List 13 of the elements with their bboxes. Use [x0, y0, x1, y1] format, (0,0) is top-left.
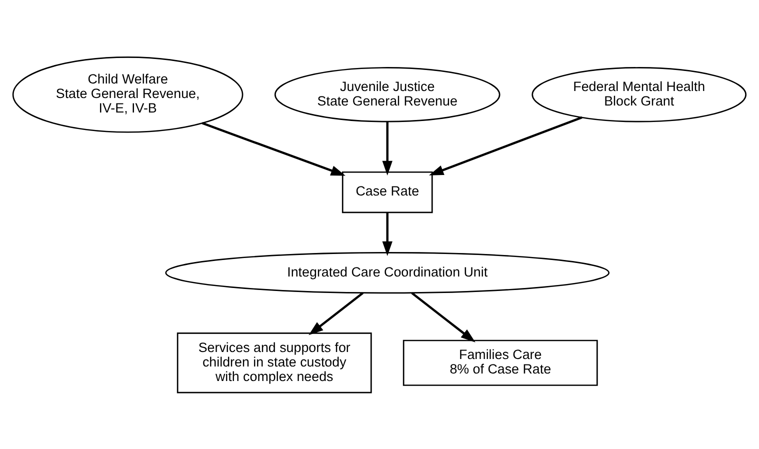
node-ellipse: Federal Mental Health Block Grant	[532, 66, 747, 122]
arrow	[382, 212, 392, 256]
node-box: Case Rate	[342, 170, 433, 213]
arrow	[382, 121, 392, 175]
node-ellipse: Child Welfare State General Revenue, IV-E, IV-B	[12, 56, 244, 132]
node-box: Families Care 8% of Case Rate	[402, 339, 598, 386]
node-ellipse: Juvenile Justice State General Revenue	[274, 66, 500, 122]
arrow	[428, 116, 582, 175]
node-box: Services and supports for children in state custody with complex needs	[176, 332, 372, 393]
arrow	[308, 292, 364, 335]
arrow	[202, 122, 346, 176]
arrow	[411, 292, 476, 342]
node-ellipse: Integrated Care Coordination Unit	[165, 252, 610, 294]
